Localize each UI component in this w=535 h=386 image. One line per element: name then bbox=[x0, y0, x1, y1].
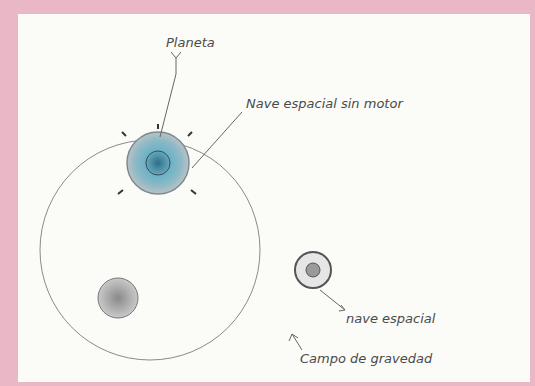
callout-label: Campo de gravedad bbox=[300, 352, 432, 366]
spaceship-no-engine bbox=[127, 132, 189, 194]
callout-label: Nave espacial sin motor bbox=[246, 97, 403, 111]
callout-label: Planeta bbox=[166, 36, 215, 50]
callout-label: nave espacial bbox=[346, 312, 435, 326]
paper bbox=[18, 14, 530, 382]
tick-marks bbox=[118, 124, 196, 194]
spaceship-core bbox=[306, 263, 320, 277]
spaceship-core bbox=[146, 151, 170, 175]
grey-body bbox=[98, 278, 138, 318]
spaceship bbox=[295, 252, 331, 288]
